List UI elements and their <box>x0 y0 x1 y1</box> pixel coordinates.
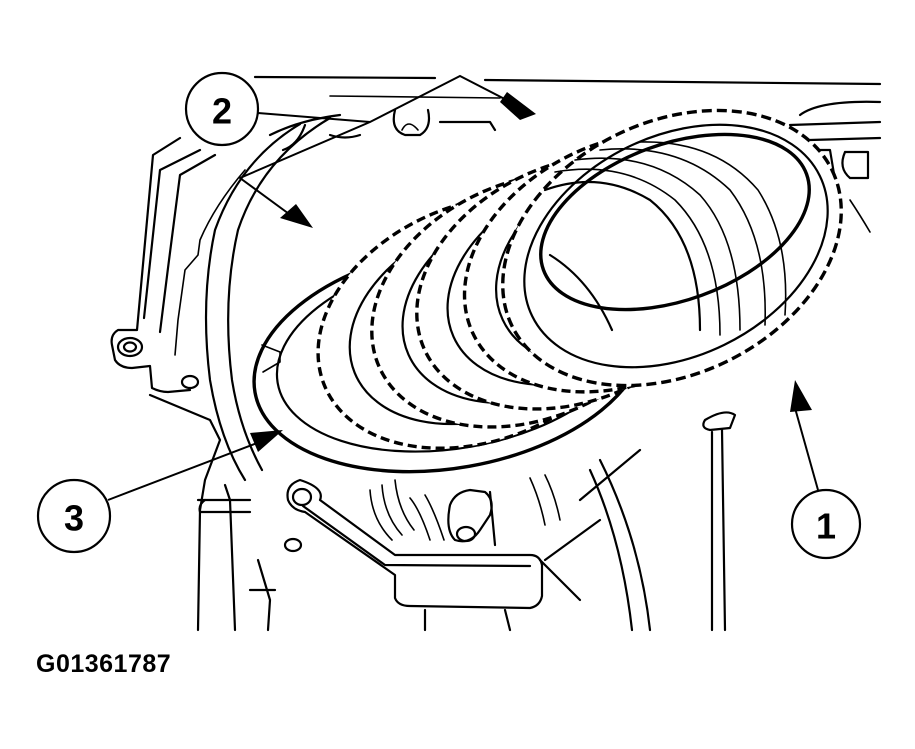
arrowhead-3 <box>250 430 283 452</box>
clutch-plate-1-top <box>501 108 843 388</box>
arrowhead-2a <box>500 92 536 120</box>
callout-2-leader <box>237 74 536 228</box>
callout-3-leader <box>107 430 283 501</box>
callout-1-number: 1 <box>816 506 836 547</box>
figure-id-label: G01361787 <box>36 650 172 678</box>
callout-1: 1 <box>790 488 862 560</box>
callout-2-number: 2 <box>212 91 232 132</box>
callout-3-number: 3 <box>64 498 84 539</box>
arrowhead-1 <box>790 380 812 412</box>
callout-3: 3 <box>36 478 112 554</box>
callout-1-leader <box>790 380 819 491</box>
callout-2: 2 <box>184 71 260 147</box>
arrowhead-2b <box>280 204 313 228</box>
